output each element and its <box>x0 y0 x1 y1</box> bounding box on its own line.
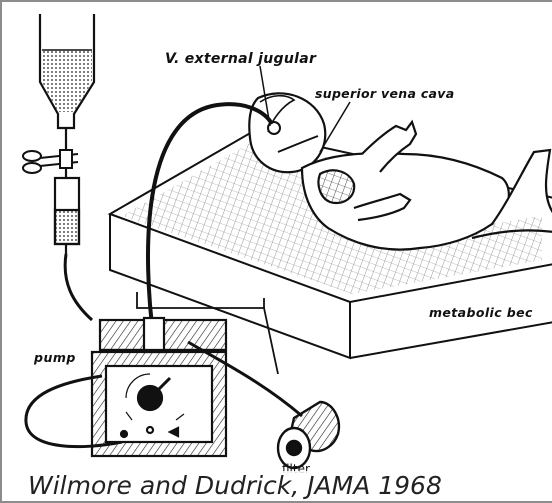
label-metabolic-bed: metabolic bec <box>429 305 533 320</box>
tube-clamp <box>23 150 78 173</box>
label-pump: pump <box>34 350 76 365</box>
figure-caption: Wilmore and Dudrick, JAMA 1968 <box>24 471 446 501</box>
drip-chamber <box>55 168 79 254</box>
pump-unit <box>92 318 226 456</box>
label-external-jugular: V. external jugular <box>165 51 316 67</box>
label-superior-vena-cava: superior vena cava <box>315 86 454 101</box>
infusion-bottle <box>40 14 94 152</box>
filter-unit <box>278 402 339 468</box>
tube-to-pump <box>65 254 92 320</box>
